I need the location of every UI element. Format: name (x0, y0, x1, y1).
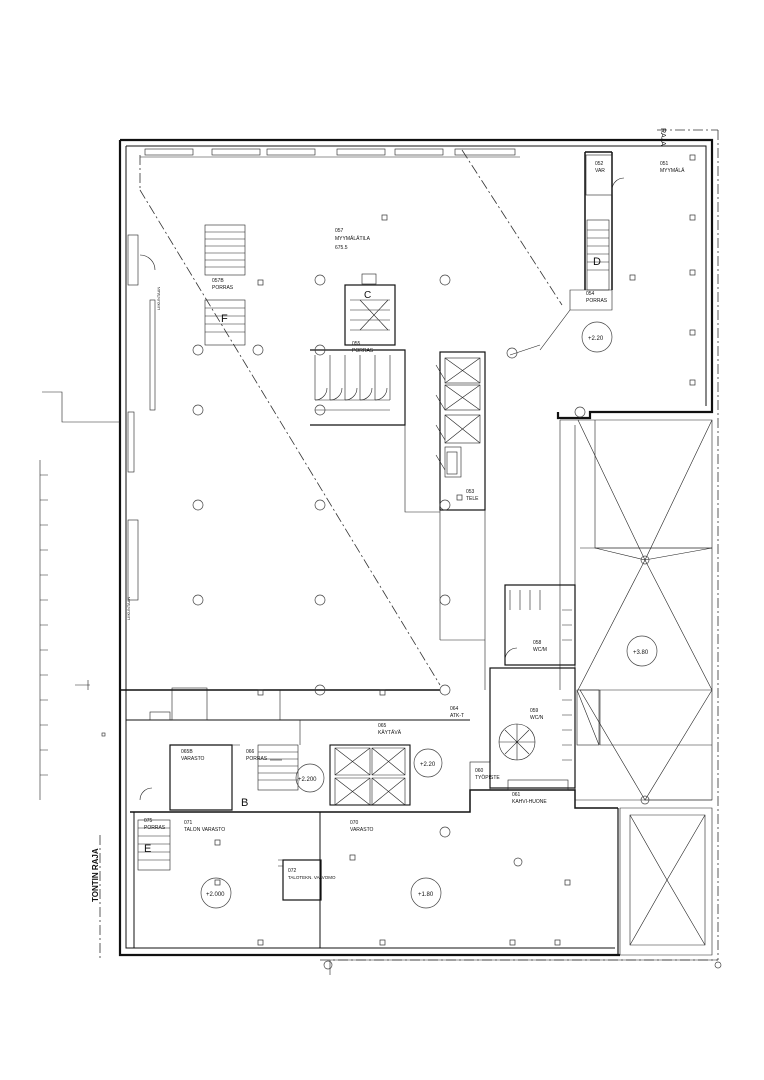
room-055-name: PORRAS (352, 348, 374, 354)
room-072-number: 072 (288, 868, 297, 874)
room-065-number: 065 (378, 723, 387, 729)
room-070-name: VARASTO (350, 827, 374, 833)
room-071-number: 071 (184, 820, 193, 826)
room-051-name: MYYMÄLÄ (660, 167, 685, 174)
room-061-number: 061 (512, 792, 521, 798)
room-059-number: 059 (530, 708, 539, 714)
room-061-name: KAHVI-HUONE (512, 799, 547, 805)
room-053-number: 053 (466, 489, 475, 495)
outer-walls (39, 138, 714, 957)
level-markers: +2.20 +3.80 +2.20 +2.200 +2.000 +1.80 (200, 336, 649, 909)
level-marker-051: +2.20 (588, 336, 604, 342)
room-060-name: TYÖPISTE (475, 774, 500, 781)
room-052-name: VAR (595, 168, 605, 174)
columns (192, 274, 722, 970)
level-marker-065: +2.20 (420, 762, 436, 768)
room-066-name: PORRAS (246, 756, 268, 762)
room-064-name: ATK-T (450, 713, 464, 719)
room-070-number: 070 (350, 820, 359, 826)
room-064-number: 064 (450, 706, 459, 712)
stair-f: F (204, 224, 246, 346)
room-075-number: 075 (144, 818, 153, 824)
svg-text:LIIKUNTAAN: LIIKUNTAAN (156, 287, 161, 310)
level-marker-canopy: +3.80 (633, 650, 649, 656)
guide-lines (139, 149, 563, 686)
room-057-area: 675.5 (335, 245, 348, 251)
canopy-area (559, 419, 713, 956)
right-wing (509, 151, 696, 386)
room-060-number: 060 (475, 768, 484, 774)
room-055-number: 055 (352, 341, 361, 347)
plot-boundary: RAJA TONTIN RAJA (91, 128, 719, 961)
room-057b-number: 057B (212, 278, 224, 284)
top-window-units (140, 148, 520, 158)
small-squares (214, 214, 571, 946)
left-wall-details: LIIKUNTAAN LIIKUNTAAN (126, 234, 161, 620)
room-053-name: TELE (466, 496, 479, 502)
room-058-name: WC/M (533, 647, 547, 653)
corridor-block: B (149, 687, 491, 811)
room-labels: 057 MYYMÄLÄTILA 675.5 057B PORRAS 055 PO… (144, 161, 685, 880)
stair-d-letter: D (593, 256, 601, 268)
room-054-name: PORRAS (586, 298, 608, 304)
room-057b-name: PORRAS (212, 285, 234, 291)
level-marker-070: +1.80 (418, 892, 434, 898)
room-071-name: TALON VARASTO (184, 827, 225, 833)
stair-c-block: C (310, 273, 440, 513)
shafts (435, 351, 486, 690)
room-072-box (278, 859, 322, 901)
room-052-number: 052 (595, 161, 604, 167)
room-065b-number: 065B (181, 749, 193, 755)
stair-f-letter: F (221, 313, 228, 325)
room-058-number: 058 (533, 640, 542, 646)
room-065-name: KÄYTÄVÄ (378, 729, 402, 736)
plot-border-label-left: TONTIN RAJA (91, 848, 100, 902)
room-072-name: TALOTEKN. VALVOMO (288, 875, 336, 880)
level-marker-066: +2.200 (298, 777, 317, 783)
room-057-name: MYYMÄLÄTILA (335, 235, 371, 242)
wc-block (489, 584, 600, 791)
room-075-name: PORRAS (144, 825, 166, 831)
room-066-number: 066 (246, 749, 255, 755)
svg-text:LIIKUNTAAN: LIIKUNTAAN (126, 597, 131, 620)
stair-c-letter: C (364, 290, 371, 301)
room-065b-name: VARASTO (181, 756, 205, 762)
plot-border-label-top: RAJA (659, 128, 666, 146)
stair-b-letter: B (241, 797, 248, 809)
room-054-number: 054 (586, 291, 595, 297)
level-marker-071: +2.000 (206, 892, 225, 898)
room-059-name: WC/N (530, 715, 544, 721)
stair-e-letter: E (144, 843, 151, 855)
room-051-number: 051 (660, 161, 669, 167)
stair-e: E (137, 787, 171, 871)
room-057-number: 057 (335, 228, 344, 234)
